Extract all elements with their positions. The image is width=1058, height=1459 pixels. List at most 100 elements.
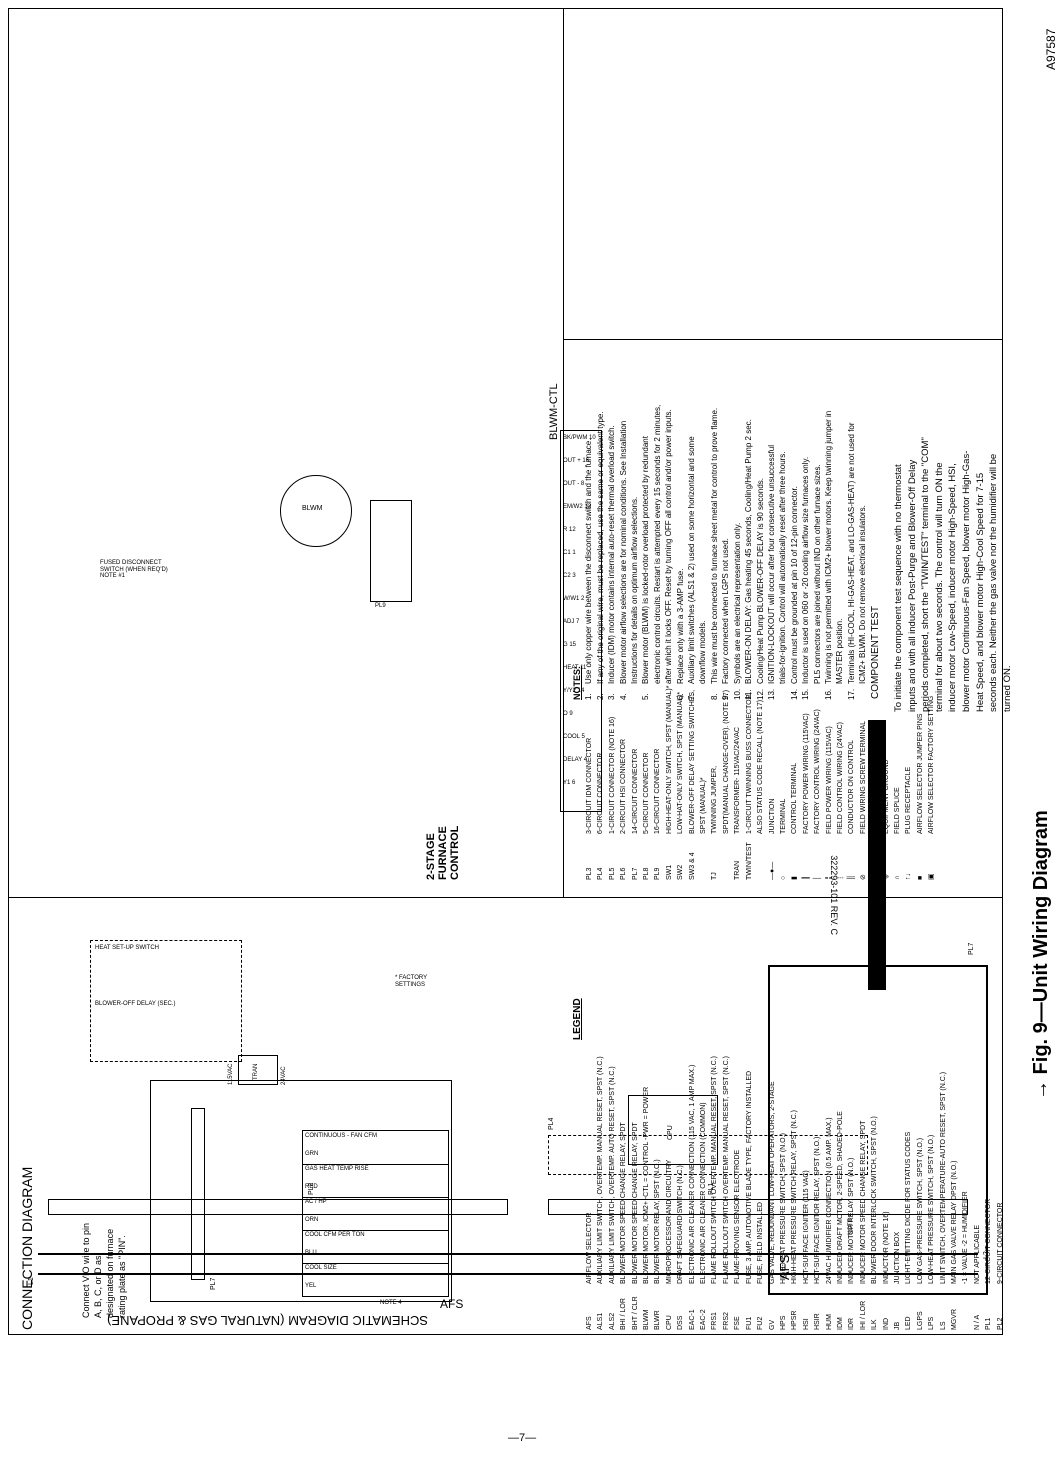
legend-desc: FACTORY CONTROL WIRING (24VAC) bbox=[814, 709, 822, 834]
legend-abbr: HSIR bbox=[814, 1313, 822, 1330]
note-text: downflow models. bbox=[698, 620, 708, 684]
legend-desc: LOW GAS-PRESSURE SWITCH, SPST (N.O.) bbox=[916, 1137, 924, 1284]
legend-desc: CONDUCTOR ON CONTROL bbox=[848, 740, 856, 834]
legend-desc: TERMINAL bbox=[779, 798, 787, 834]
note-text: Instructions for details on optimum airf… bbox=[630, 496, 640, 684]
legend-abbr: FU1 bbox=[745, 1316, 753, 1330]
legend-abbr: GV bbox=[768, 1319, 776, 1330]
note-number bbox=[663, 684, 674, 700]
legend-entry: SPDT(MANUAL CHANGE-OVER). (NOTE 17) bbox=[721, 680, 732, 880]
legend-abbr: SW2 bbox=[677, 864, 685, 880]
notes-title: NOTES: bbox=[572, 665, 582, 700]
note-item: 10.Symbols are an electrical representat… bbox=[732, 300, 743, 700]
note-text: Inducer (IDM) motor contains internal au… bbox=[607, 425, 617, 684]
legend-desc: 2-CIRCUIT HSI CONNECTOR bbox=[620, 738, 628, 834]
legend-abbr: IDM bbox=[836, 1317, 844, 1330]
legend-abbr: PL7 bbox=[631, 867, 639, 880]
legend-desc: FUSE, 3 AMP, AUTOMOTIVE BLADE TYPE, FACT… bbox=[745, 1070, 753, 1284]
legend-abbr: FU2 bbox=[757, 1316, 765, 1330]
afs-note: NOTE 4 bbox=[380, 1300, 402, 1306]
legend-symbol-entry: ○TERMINAL bbox=[778, 680, 789, 880]
legend-abbr: SW1 bbox=[665, 864, 673, 880]
legend-desc: 24VAC HUMIDIFIER CONNECTION (0.5 AMP. MA… bbox=[825, 1117, 833, 1284]
legend-abbr: HPSR bbox=[791, 1310, 799, 1330]
note-item: downflow models. bbox=[697, 300, 708, 700]
blower-off-delay-title: BLOWER-OFF DELAY (SEC.) bbox=[95, 1001, 176, 1007]
vio-note: Connect VIO wire to pin A, B, C, or D as… bbox=[81, 1222, 127, 1318]
blwm-ctl-row: COOL 5 bbox=[563, 734, 585, 740]
legend-desc: 12-CIRCUIT CONNECTOR bbox=[985, 1198, 993, 1284]
legend-entry: -1 = VALVE -2 = HUMIDIFIER bbox=[960, 890, 971, 1330]
afs-row-label: GAS HEAT TEMP RISE bbox=[305, 1166, 369, 1172]
note-item: 11.BLOWER-ON DELAY: Gas heating 45 secon… bbox=[743, 300, 754, 700]
factory-setting-icon: ▣ bbox=[928, 873, 936, 880]
legend-desc: HIGH-HEAT PRESSURE SWITCH RELAY, SPST (N… bbox=[791, 1110, 799, 1284]
jumper-pin-icon: ■ bbox=[916, 875, 924, 880]
legend-desc: MICROPROCESSOR AND CIRCUITRY bbox=[665, 1159, 673, 1284]
legend-abbr: FRS2 bbox=[722, 1312, 730, 1330]
legend-desc: DRAFT SAFEGUARD SWITCH (N.C.) bbox=[677, 1165, 685, 1284]
blwm-ctl-row: OUT + 16 bbox=[563, 458, 590, 464]
blwm-label: BLWM bbox=[302, 505, 323, 512]
legend-abbr: IND bbox=[882, 1317, 890, 1330]
legend-desc: 1-CIRCUIT TWINNING BUSS CONNECTOR, bbox=[745, 692, 753, 834]
note-item: 8.This wire must be connected to furnace… bbox=[709, 300, 720, 700]
blwm-ctl-row: DELAY 4 bbox=[563, 757, 588, 763]
blwm-ctl-row: EM/W2 13 bbox=[563, 504, 592, 510]
note-item: 9.Factory connected when LGPS not used. bbox=[720, 300, 731, 700]
note-number bbox=[652, 684, 663, 700]
blwm-ctl-row: O 9 bbox=[563, 711, 573, 717]
figure-caption: → Fig. 9—Unit Wiring Diagram bbox=[1030, 810, 1052, 1100]
junction-icon: —●— bbox=[768, 861, 776, 880]
legend-desc: BLOWER MOTOR, ICM2+ -CTL = CONTROL -PWR … bbox=[643, 1086, 651, 1284]
legend-abbr bbox=[960, 1284, 971, 1330]
legend-abbr: DSS bbox=[677, 1315, 685, 1330]
note-item: 6.Replace only with a 3-AMP fuse. bbox=[675, 300, 686, 700]
note-text: PL5 connectors are joined without IND on… bbox=[812, 464, 822, 684]
legend-desc: 16-CIRCUIT CONNECTOR bbox=[654, 748, 662, 834]
field-power-icon: ╏ bbox=[825, 875, 833, 880]
legend-desc: FLAME-PROVING SENSOR ELECTRODE bbox=[734, 1149, 742, 1284]
legend-desc: BLOWER MOTOR RELAY, SPST (N.O.) bbox=[654, 1159, 662, 1284]
blwm-ctl-row: C1 1 bbox=[563, 550, 576, 556]
blwm-ctl-row: ADJ 7 bbox=[563, 619, 580, 625]
legend-desc: ELECTRONIC AIR CLEANER CONNECTION (COMMO… bbox=[700, 1102, 708, 1284]
component-test-header-bar bbox=[868, 720, 886, 990]
legend-desc: MAIN GAS VALVE RELAY DPST (N.O.) bbox=[951, 1160, 958, 1284]
note-text: Replace only with a 3-AMP fuse. bbox=[675, 568, 685, 684]
legend-desc: LOW-HEAT PRESSURE SWITCH, SPST (N.O.) bbox=[928, 1134, 936, 1284]
legend-desc: HIGH-HEAT-ONLY SWITCH, SPST (MANUAL)* bbox=[665, 685, 673, 834]
legend-abbr: N / A bbox=[973, 1314, 981, 1330]
legend-title: LEGEND bbox=[572, 998, 583, 1040]
blwm-ctl-row: HEAT 11 bbox=[563, 665, 587, 671]
legend-desc: SPDT(MANUAL CHANGE-OVER). (NOTE 17) bbox=[722, 689, 730, 834]
legend-symbol-entry: ┊FIELD CONTROL WIRING (24VAC) bbox=[835, 680, 846, 880]
legend-abbr bbox=[698, 834, 709, 880]
legend-desc: LIGHT-EMITTING DIODE FOR STATUS CODES bbox=[905, 1131, 913, 1284]
legend-desc: FUSE, FIELD INSTALLED bbox=[757, 1202, 765, 1284]
legend-desc: HIGH-HEAT PRESSURE SWITCH, SPST (N.O.) bbox=[779, 1133, 787, 1284]
afs-row-temp-rise: GAS HEAT TEMP RISE RED bbox=[303, 1164, 448, 1198]
note-text: Symbols are an electrical representation… bbox=[732, 522, 742, 684]
note-number bbox=[857, 684, 868, 700]
note-item: 3.Inducer (IDM) motor contains internal … bbox=[606, 300, 617, 700]
note-item: electronic control circuits. Restart is … bbox=[652, 300, 663, 700]
blwm-ctl-row: C2 3 bbox=[563, 573, 576, 579]
